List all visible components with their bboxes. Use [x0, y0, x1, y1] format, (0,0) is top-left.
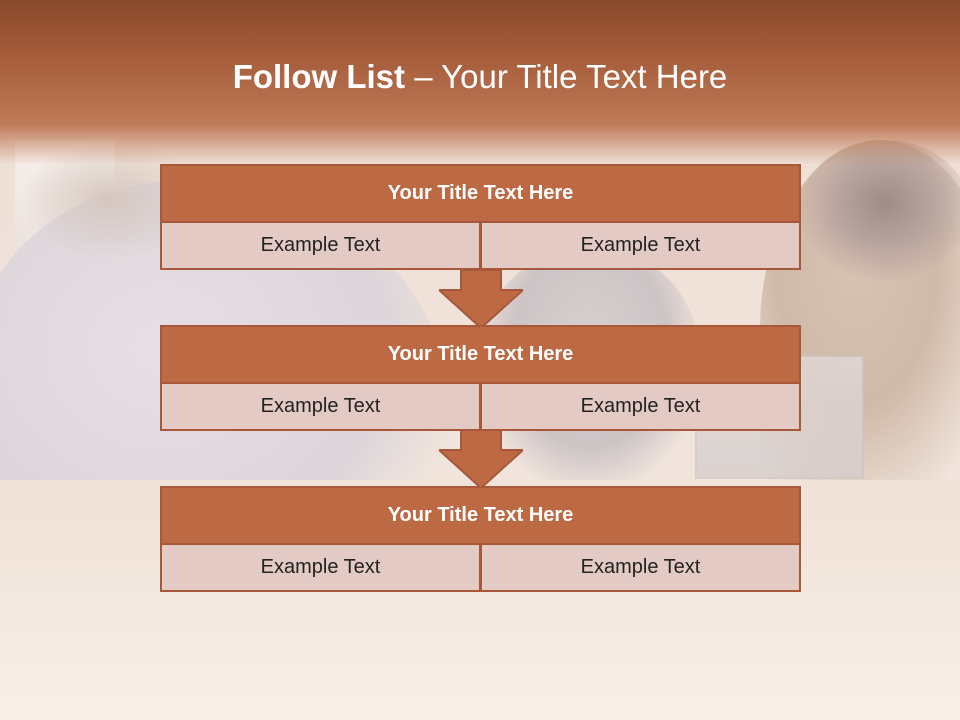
- step-box-cell-right: Example Text: [482, 384, 799, 429]
- header-band: [0, 0, 960, 165]
- slide-title-rest: – Your Title Text Here: [405, 58, 728, 95]
- arrow-down-icon: [439, 430, 523, 490]
- step-box-2: Your Title Text Here Example Text Exampl…: [160, 325, 801, 431]
- step-box-heading: Your Title Text Here: [162, 166, 799, 221]
- step-box-1: Your Title Text Here Example Text Exampl…: [160, 164, 801, 270]
- step-box-cell-left: Example Text: [162, 384, 479, 429]
- step-box-heading: Your Title Text Here: [162, 327, 799, 382]
- arrow-down-icon: [439, 270, 523, 330]
- slide-title-bold: Follow List: [232, 58, 406, 95]
- step-box-cell-left: Example Text: [162, 545, 479, 590]
- step-box-3: Your Title Text Here Example Text Exampl…: [160, 486, 801, 592]
- step-box-cell-right: Example Text: [482, 545, 799, 590]
- slide-title: Follow List – Your Title Text Here: [0, 55, 960, 99]
- step-box-cell-left: Example Text: [162, 223, 479, 268]
- step-box-heading: Your Title Text Here: [162, 488, 799, 543]
- step-box-cell-right: Example Text: [482, 223, 799, 268]
